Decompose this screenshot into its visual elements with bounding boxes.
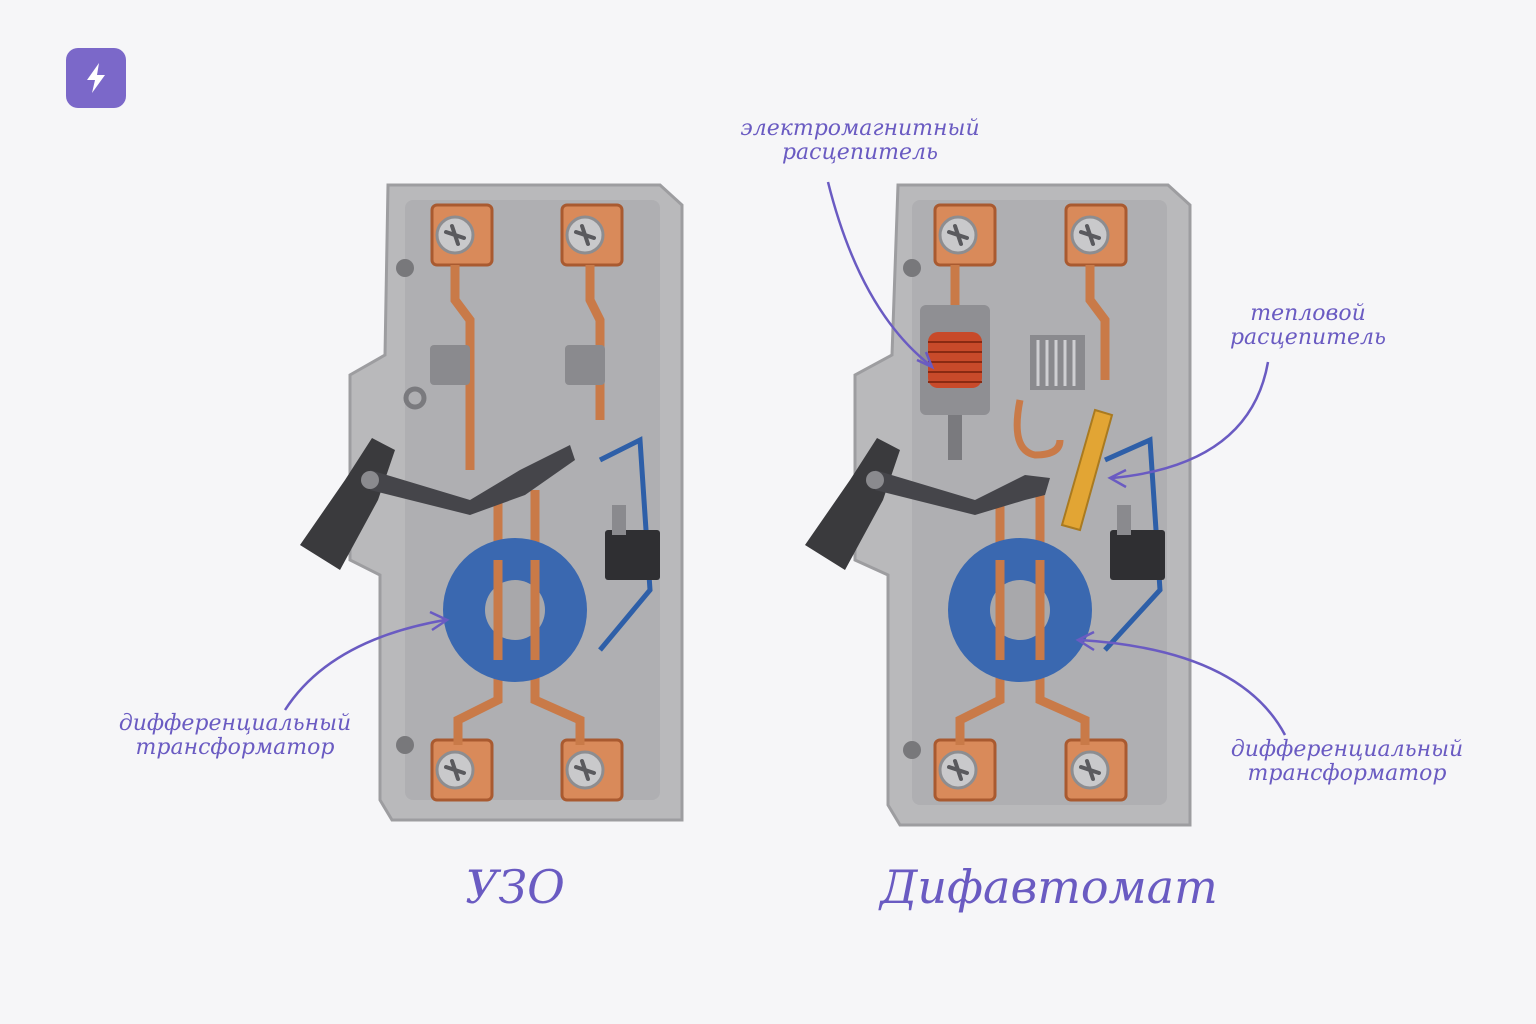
rcd-terminal-top-right bbox=[560, 203, 624, 267]
title-rcbo: Дифавтомат bbox=[880, 860, 1218, 914]
lightning-icon bbox=[87, 63, 105, 93]
rcbo-differential-transformer bbox=[948, 538, 1092, 682]
arrow-thermal-head bbox=[1107, 468, 1127, 489]
rcbo-device bbox=[805, 183, 1192, 827]
rcbo-terminal-top-left bbox=[933, 203, 997, 267]
electromagnetic-release-coil bbox=[920, 305, 990, 460]
rcd-differential-transformer bbox=[443, 538, 587, 682]
title-rcd: УЗО bbox=[465, 860, 565, 914]
rcbo-terminal-top-right bbox=[1064, 203, 1128, 267]
thermal-release-bimetal bbox=[1060, 408, 1114, 532]
rcd-terminal-bottom-right bbox=[560, 738, 624, 802]
rcbo-lever bbox=[805, 438, 1050, 570]
annotation-arrows bbox=[283, 181, 1287, 736]
arrow-right-transformer bbox=[1079, 638, 1287, 736]
label-left-transformer: дифференциальный трансформатор bbox=[118, 711, 352, 760]
arrow-right-transformer-head bbox=[1075, 630, 1095, 652]
arrow-electromagnetic bbox=[826, 181, 931, 366]
rcd-device bbox=[300, 183, 684, 822]
brand-logo bbox=[66, 48, 126, 108]
rcd-lever bbox=[300, 438, 575, 570]
label-right-transformer: дифференциальный трансформатор bbox=[1230, 737, 1464, 786]
rcd-terminal-top-left bbox=[430, 203, 494, 267]
label-electromagnetic-release: электромагнитный расцепитель bbox=[740, 116, 980, 165]
arrow-left-transformer-head bbox=[429, 610, 450, 632]
rcd-terminal-bottom-left bbox=[430, 738, 494, 802]
rcbo-terminal-bottom-right bbox=[1064, 738, 1128, 802]
arrow-electromagnetic-head bbox=[916, 351, 935, 370]
rcbo-terminal-bottom-left bbox=[933, 738, 997, 802]
arrow-thermal bbox=[1111, 361, 1270, 480]
arrow-left-transformer bbox=[283, 618, 446, 711]
label-thermal-release: тепловой расцепитель bbox=[1229, 301, 1387, 350]
